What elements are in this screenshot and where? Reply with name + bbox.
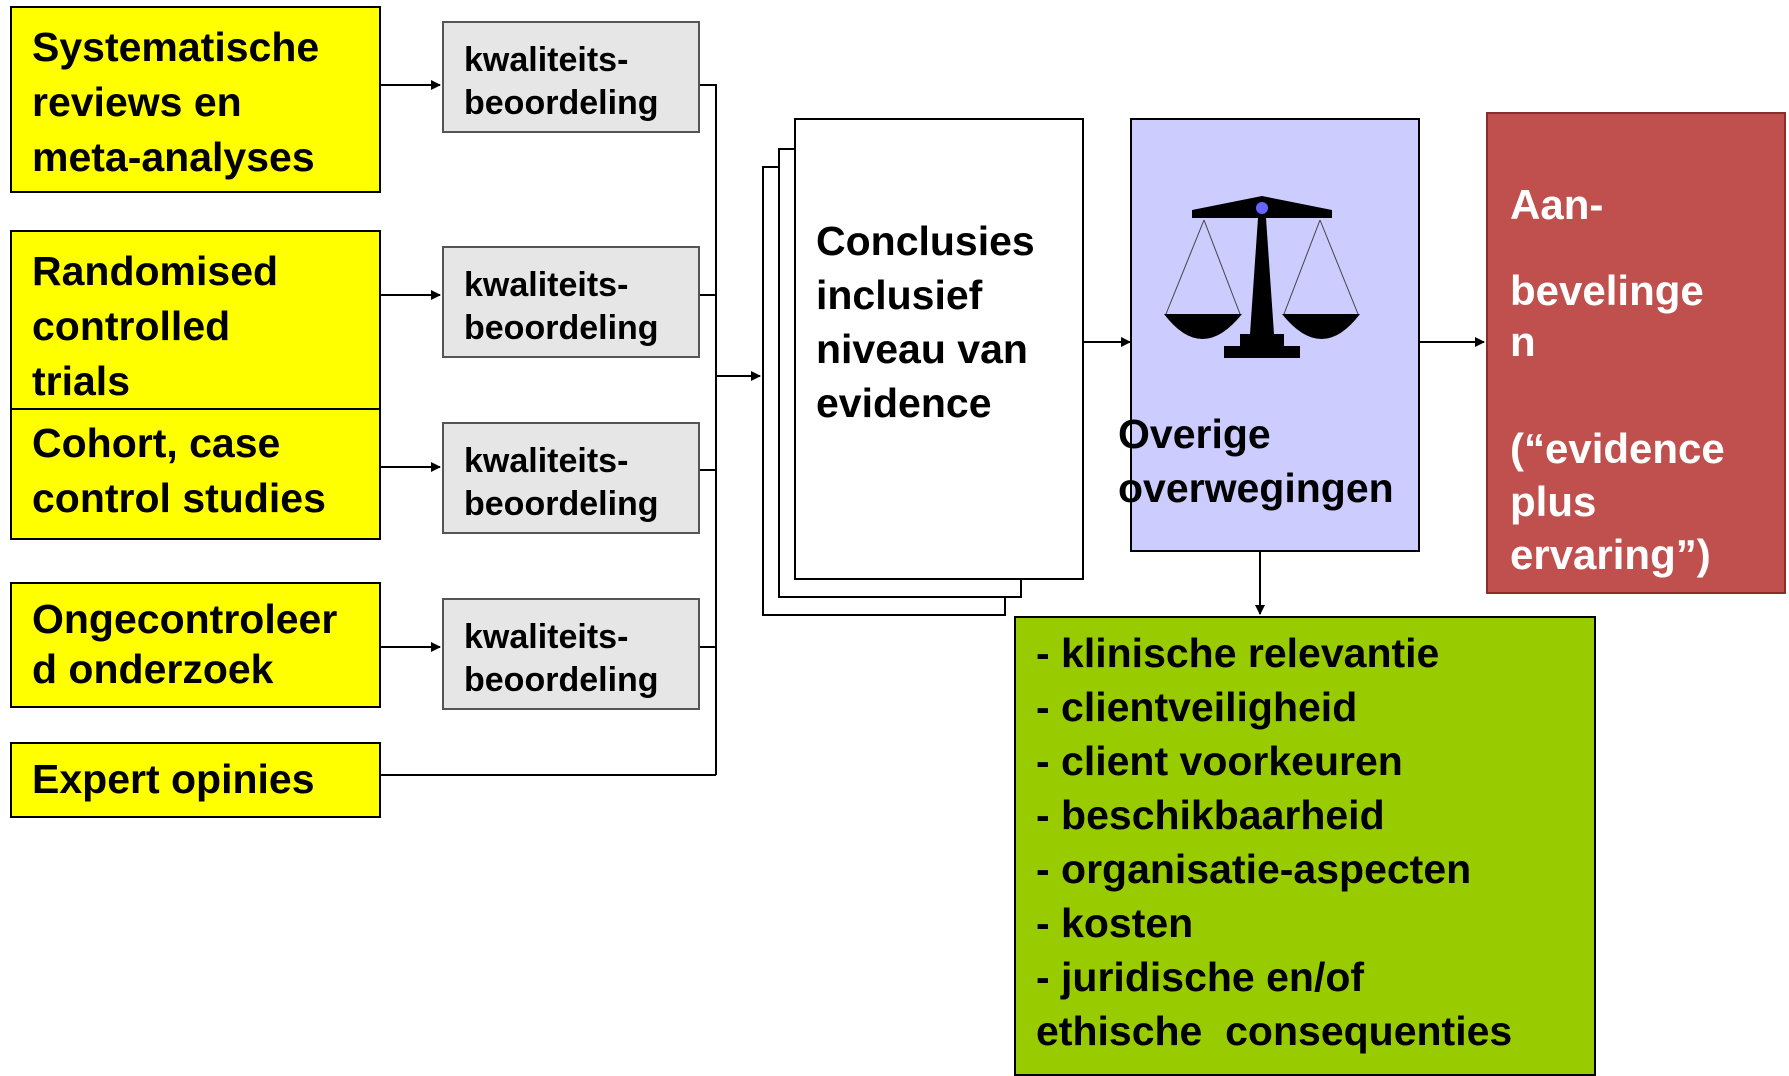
quality-box-4: kwaliteits- beoordeling (442, 598, 700, 710)
source-rct: Randomised controlled trials (10, 230, 381, 410)
consideration-item: - klinische relevantie (1036, 630, 1440, 676)
conclusions-line: evidence (816, 380, 992, 426)
conclusions-line: niveau van (816, 326, 1028, 372)
other-line: Overige (1118, 411, 1271, 457)
other-considerations-box: Overige overwegingen (1118, 118, 1420, 552)
source-line: Randomised (32, 248, 279, 294)
recommendations-line: ervaring”) (1510, 531, 1711, 578)
source-line: Systematische (32, 24, 320, 70)
recommendations-line: Aan- (1510, 181, 1604, 228)
source-cohort: Cohort, case control studies (10, 408, 381, 540)
quality-box-2: kwaliteits- beoordeling (442, 246, 700, 358)
source-line: trials (32, 358, 130, 404)
quality-box-3: kwaliteits- beoordeling (442, 422, 700, 534)
other-considerations-label: Overige overwegingen (1118, 407, 1394, 515)
consideration-item: - client voorkeuren (1036, 738, 1403, 784)
consideration-item: - beschikbaarheid (1036, 792, 1385, 838)
recommendations-line: n (1510, 318, 1536, 365)
quality-line: beoordeling (464, 309, 659, 347)
consideration-item: - clientveiligheid (1036, 684, 1358, 730)
conclusions-line: Conclusies (816, 218, 1035, 264)
source-line: controlled (32, 303, 231, 349)
quality-line: beoordeling (464, 84, 659, 122)
considerations-list-box: - klinische relevantie - clientveilighei… (1014, 616, 1596, 1076)
consideration-item: - organisatie-aspecten (1036, 846, 1472, 892)
line-quality1-collector (700, 84, 717, 775)
conclusions-box: Conclusies inclusief niveau van evidence (794, 118, 1084, 580)
source-line: control studies (32, 475, 326, 521)
conclusions-line: inclusief (816, 272, 983, 318)
source-line: reviews en (32, 79, 242, 125)
source-systematic-reviews: Systematische reviews en meta-analyses (10, 6, 381, 193)
quality-line: kwaliteits- (464, 41, 629, 79)
source-line: d onderzoek (32, 646, 274, 692)
recommendations-box: Aan- bevelinge n (“evidence plus ervarin… (1486, 112, 1786, 594)
consideration-item: ethische consequenties (1036, 1008, 1513, 1054)
quality-box-1: kwaliteits- beoordeling (442, 21, 700, 133)
source-line: Ongecontroleer (32, 596, 338, 642)
source-line: Cohort, case (32, 420, 281, 466)
source-uncontrolled: Ongecontroleer d onderzoek (10, 582, 381, 708)
source-expert: Expert opinies (10, 742, 381, 818)
quality-line: kwaliteits- (464, 266, 629, 304)
recommendations-line: plus (1510, 478, 1597, 525)
source-line: meta-analyses (32, 134, 315, 180)
consideration-item: - kosten (1036, 900, 1194, 946)
quality-line: beoordeling (464, 661, 659, 699)
source-line: Expert opinies (32, 756, 315, 802)
quality-line: beoordeling (464, 485, 659, 523)
recommendations-line: bevelinge (1510, 267, 1704, 314)
quality-line: kwaliteits- (464, 618, 629, 656)
recommendations-line: (“evidence (1510, 425, 1725, 472)
other-line: overwegingen (1118, 465, 1394, 511)
consideration-item: - juridische en/of (1036, 954, 1365, 1000)
quality-line: kwaliteits- (464, 442, 629, 480)
scales-of-justice-icon (1164, 196, 1360, 358)
